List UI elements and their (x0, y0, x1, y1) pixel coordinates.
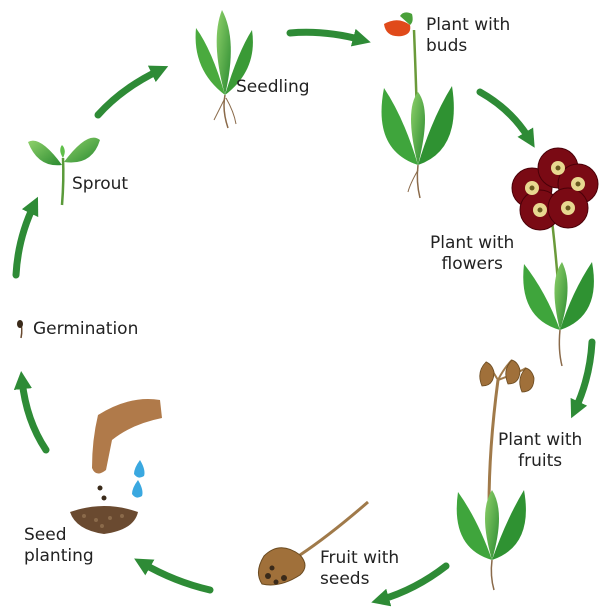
seedling-icon (195, 10, 253, 129)
stage-label-fruit-seeds: Fruit with seeds (320, 548, 400, 589)
stage-label-seedling: Seedling (236, 77, 310, 97)
stage-label-fruits: Plant with fruits (498, 430, 583, 471)
arrow-flowers-to-fruits (570, 338, 596, 419)
stage-label-germination: Germination (33, 319, 139, 339)
stage-label-sprout: Sprout (72, 174, 129, 194)
arrow-fruit-seeds-to-planting (134, 558, 214, 594)
stage-label-seed-planting: Seed planting (24, 525, 94, 566)
stage-label-flowers: Plant with flowers (430, 233, 515, 274)
water-drop-icon (134, 460, 145, 478)
fruit-with-seeds-icon (258, 500, 369, 586)
plant-with-buds-icon (381, 12, 454, 199)
cycle-arrows (12, 28, 596, 607)
seed-planting-icon (70, 399, 162, 534)
germinating-seed-icon (17, 320, 23, 339)
arrow-sprout-to-seedling (94, 65, 169, 119)
arrow-seedling-to-buds (286, 28, 371, 47)
sprout-icon (28, 137, 100, 206)
arrow-fruits-to-fruit-seeds (371, 562, 450, 607)
arrow-germination-to-sprout (12, 196, 39, 279)
flower-cluster (511, 147, 599, 231)
plant-with-flowers-icon (511, 147, 599, 367)
arrow-planting-to-germination (13, 370, 50, 454)
plant-with-fruits-icon (456, 359, 535, 591)
arrow-buds-to-flowers (476, 88, 535, 148)
stage-label-buds: Plant with buds (426, 15, 511, 56)
